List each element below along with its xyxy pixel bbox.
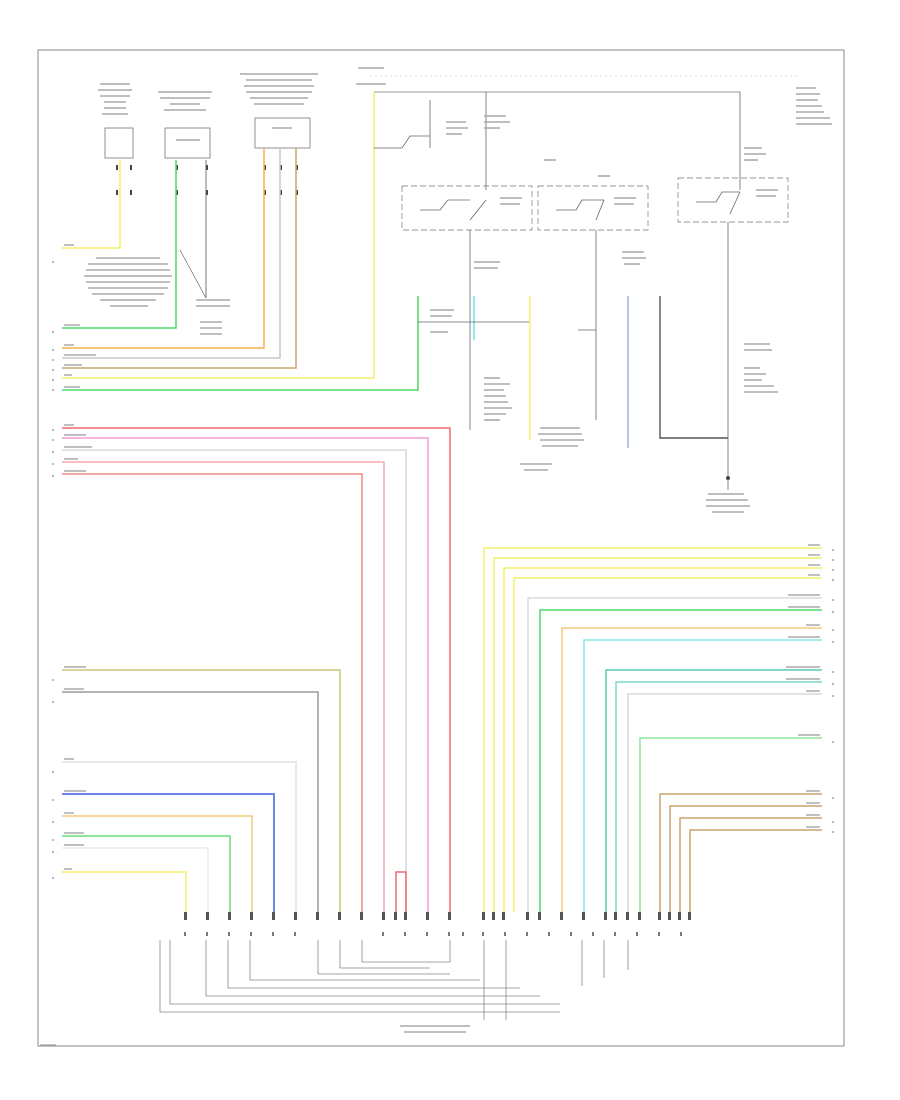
wire-yellow-6	[493, 557, 822, 912]
wire-yellow-1	[62, 160, 121, 249]
wire-lightpink-1	[62, 461, 385, 912]
wire-teal-2	[615, 681, 822, 912]
wire-orange-3	[561, 627, 822, 912]
wire-gray-1	[62, 691, 319, 912]
label-block-7	[446, 115, 766, 161]
wire-tan-3	[669, 805, 822, 912]
wire-blue-2	[62, 793, 275, 912]
wire-pink-1	[62, 437, 429, 912]
left-labels	[64, 244, 96, 870]
wire-tan-5	[689, 829, 822, 912]
label-block-6	[356, 67, 832, 125]
wire-yellow-4	[62, 871, 187, 912]
relay-box-2	[537, 185, 649, 231]
wire-green-2	[62, 296, 419, 391]
wire-olive-1	[62, 669, 341, 912]
wire-lightgray-3	[62, 761, 297, 912]
bottom-caption	[400, 1025, 470, 1033]
wire-tan-4	[679, 817, 822, 912]
right-labels	[786, 544, 820, 828]
label-block-4	[84, 257, 172, 307]
relay-box-1	[401, 185, 533, 231]
wire-lightgray-6	[627, 693, 822, 912]
label-block-9	[430, 251, 778, 513]
wire-yellow-5	[483, 547, 822, 912]
bottom-return-wires	[159, 940, 629, 1020]
label-block-1	[98, 83, 132, 115]
relay-box-3	[677, 177, 789, 223]
wire-lightgray-2	[62, 449, 407, 912]
component-box-2	[164, 127, 211, 159]
wire-lightgray-4	[62, 847, 209, 912]
component-box-1	[104, 127, 134, 159]
diagram-frame	[37, 49, 845, 1047]
wire-cyan-2	[583, 639, 822, 912]
wire-black-2	[179, 249, 207, 299]
wire-black-10	[659, 296, 728, 439]
label-block-8	[500, 159, 778, 205]
wire-yellow-8	[513, 577, 822, 912]
wire-yellow-7	[503, 567, 822, 912]
bottom-connector-pins	[184, 912, 691, 920]
wire-teal-1	[605, 669, 822, 912]
wire-orange-2	[62, 815, 253, 912]
wire-yellow-2	[62, 92, 375, 379]
wire-red-2	[62, 473, 363, 912]
label-block-3	[240, 73, 318, 129]
label-block-5	[196, 299, 230, 335]
bottom-pin-dots	[184, 932, 682, 936]
label-block-2	[158, 91, 212, 141]
connector-pins-top-left	[116, 165, 298, 195]
wire-tan-1	[62, 148, 297, 369]
wire-lightgray-5	[527, 597, 822, 912]
wire-green-4	[539, 609, 822, 912]
relay-1	[374, 135, 430, 149]
relay-switches	[420, 191, 741, 221]
wire-red-loop	[395, 871, 407, 912]
wire-lightgray-1	[62, 148, 281, 359]
component-box-3	[254, 117, 311, 149]
wire-tan-2	[659, 793, 822, 912]
wire-lightgreen-1	[639, 737, 822, 912]
wire-green-3	[62, 835, 231, 912]
right-pin-numbers	[832, 549, 834, 833]
wire-orange-1	[62, 148, 265, 349]
footer-code: W0000000	[40, 1043, 56, 1047]
wire-red-1	[62, 427, 451, 912]
ground-symbol	[726, 476, 730, 480]
wire-green-1	[62, 160, 177, 329]
left-pin-numbers	[52, 261, 54, 879]
